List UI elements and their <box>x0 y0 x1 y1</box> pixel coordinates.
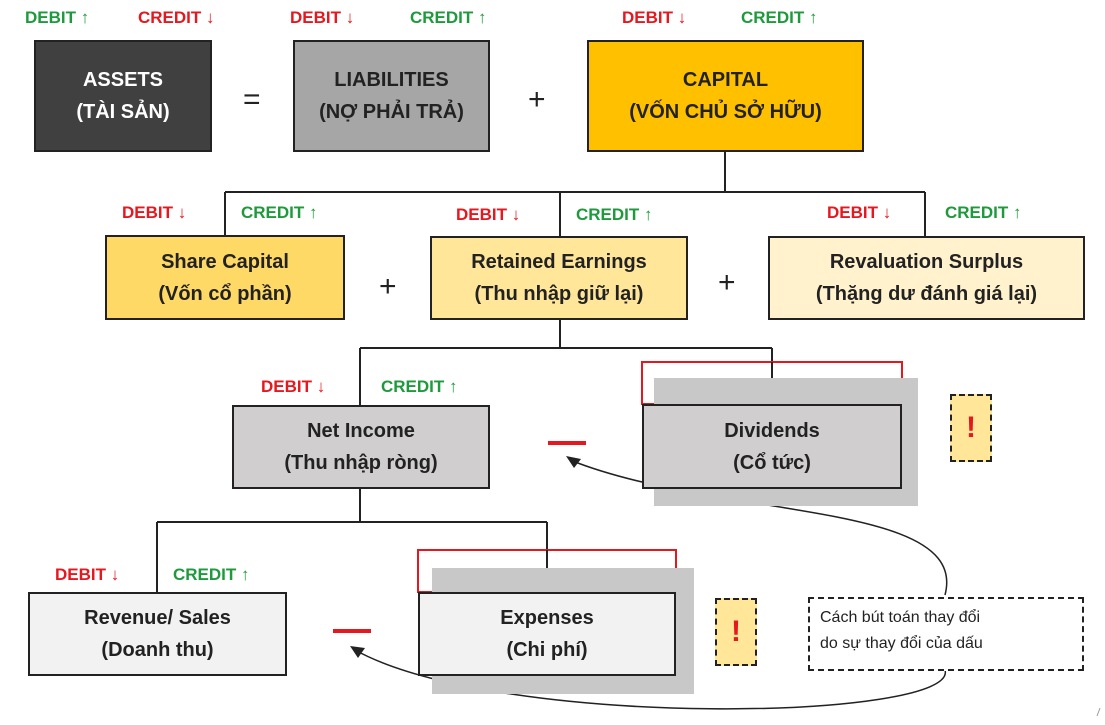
revaluation-debit-label: DEBIT ↓ <box>827 203 892 222</box>
retained-earnings-subtitle: (Thu nhập giữ lại) <box>474 283 644 305</box>
revaluation-surplus-box: Revaluation Surplus (Thặng dư đánh giá l… <box>768 236 1085 320</box>
liabilities-debit-label: DEBIT ↓ <box>290 8 355 27</box>
expenses-subtitle: (Chi phí) <box>506 639 588 661</box>
revenue-box: Revenue/ Sales (Doanh thu) <box>28 592 287 676</box>
note-line-1: Cách bút toán thay đổi <box>820 609 981 626</box>
expenses-warning-icon: ! <box>715 598 757 666</box>
capital-title: CAPITAL <box>682 69 769 91</box>
plus-sign-1: + <box>528 83 546 116</box>
share-capital-title: Share Capital <box>161 250 289 273</box>
share-capital-subtitle: (Vốn cổ phần) <box>158 282 292 305</box>
note-line-2: do sự thay đổi của dấu <box>820 635 983 652</box>
minus-sign-net-income <box>548 441 586 445</box>
assets-debit-label: DEBIT ↑ <box>25 8 90 27</box>
assets-credit-label: CREDIT ↓ <box>138 8 215 27</box>
plus-sign-2: + <box>379 270 397 303</box>
share-capital-box: Share Capital (Vốn cổ phần) <box>105 235 345 320</box>
net-income-box: Net Income (Thu nhập ròng) <box>232 405 490 489</box>
net-income-title: Net Income <box>307 420 415 442</box>
capital-credit-label: CREDIT ↑ <box>741 8 818 27</box>
net-income-debit-label: DEBIT ↓ <box>261 377 326 396</box>
revaluation-credit-label: CREDIT ↑ <box>945 203 1022 222</box>
revenue-subtitle: (Doanh thu) <box>101 639 214 661</box>
dividends-box: Dividends (Cổ tức) <box>642 404 902 489</box>
capital-box: CAPITAL (VỐN CHỦ SỞ HỮU) <box>587 40 864 152</box>
sign-change-note: Cách bút toán thay đổi do sự thay đổi củ… <box>808 597 1084 671</box>
expenses-title: Expenses <box>500 607 594 629</box>
plus-sign-3: + <box>718 266 736 299</box>
assets-title: ASSETS <box>82 69 164 91</box>
share-capital-credit-label: CREDIT ↑ <box>241 203 318 222</box>
net-income-credit-label: CREDIT ↑ <box>381 377 458 396</box>
liabilities-credit-label: CREDIT ↑ <box>410 8 487 27</box>
liabilities-subtitle: (NỢ PHẢI TRẢ) <box>319 101 464 123</box>
dividends-warning-icon: ! <box>950 394 992 462</box>
liabilities-box: LIABILITIES (NỢ PHẢI TRẢ) <box>293 40 490 152</box>
arrow-to-net-income-minus <box>569 459 948 596</box>
minus-sign-revenue <box>333 629 371 633</box>
revenue-debit-label: DEBIT ↓ <box>55 565 120 584</box>
retained-credit-label: CREDIT ↑ <box>576 205 653 224</box>
equals-sign: = <box>243 83 261 116</box>
dividends-title: Dividends <box>724 419 820 442</box>
assets-box: ASSETS (TÀI SẢN) <box>34 40 212 152</box>
capital-subtitle: (VỐN CHỦ SỞ HỮU) <box>629 101 822 123</box>
expenses-box: Expenses (Chi phí) <box>418 592 676 676</box>
revaluation-surplus-subtitle: (Thặng dư đánh giá lại) <box>815 283 1038 305</box>
revenue-title: Revenue/ Sales <box>84 607 231 629</box>
revenue-credit-label: CREDIT ↑ <box>173 565 250 584</box>
liabilities-title: LIABILITIES <box>334 69 449 91</box>
revaluation-surplus-title: Revaluation Surplus <box>829 251 1024 273</box>
capital-debit-label: DEBIT ↓ <box>622 8 687 27</box>
retained-earnings-box: Retained Earnings (Thu nhập giữ lại) <box>430 236 688 320</box>
retained-debit-label: DEBIT ↓ <box>456 205 521 224</box>
dividends-subtitle: (Cổ tức) <box>733 451 811 474</box>
net-income-subtitle: (Thu nhập ròng) <box>284 452 438 474</box>
assets-subtitle: (TÀI SẢN) <box>76 101 170 123</box>
share-capital-debit-label: DEBIT ↓ <box>122 203 187 222</box>
retained-earnings-title: Retained Earnings <box>471 251 647 273</box>
